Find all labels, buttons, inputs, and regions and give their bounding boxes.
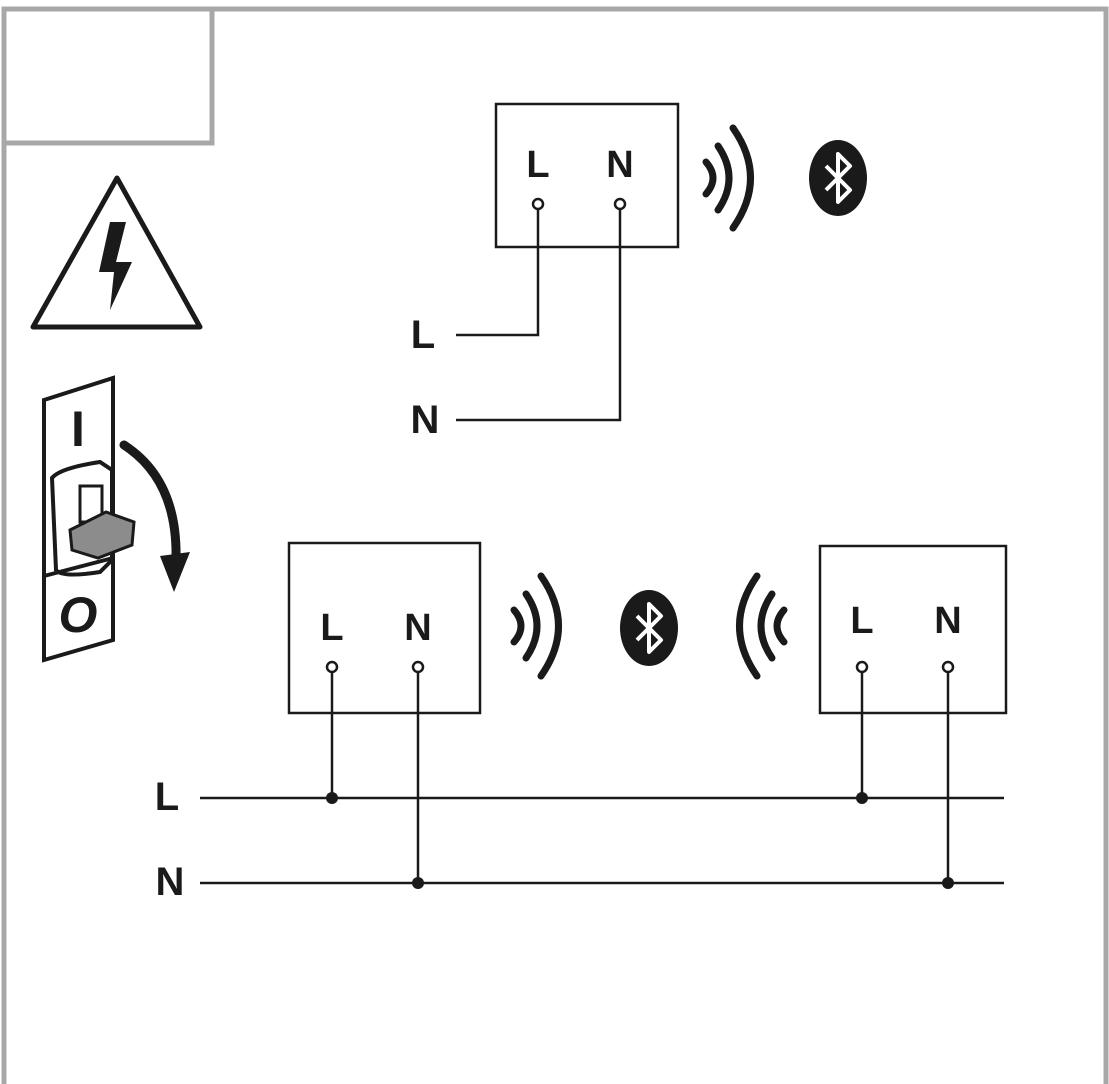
breaker-on-label: I xyxy=(71,401,85,457)
corner-label-box xyxy=(4,9,215,146)
bus-l-label: L xyxy=(155,775,179,819)
junction-dot xyxy=(412,877,424,889)
bottom-left-module-box xyxy=(287,541,482,715)
top-wire-l-label: L xyxy=(411,313,435,357)
bluetooth-icon xyxy=(620,590,678,666)
bottom-right-terminal-l-label: L xyxy=(850,600,873,642)
wireless-signal-icon xyxy=(510,572,562,680)
top-terminal-l-label: L xyxy=(526,144,549,186)
bottom-left-terminal-n-label: N xyxy=(404,607,431,649)
circuit-breaker-switch-icon: I O xyxy=(42,375,136,663)
bus-n-label: N xyxy=(156,860,185,904)
high-voltage-warning-icon xyxy=(30,175,203,330)
wireless-signal-icon xyxy=(702,124,754,232)
switch-direction-arrow-icon xyxy=(119,440,190,592)
bottom-left-terminal-l-label: L xyxy=(320,607,343,649)
bottom-right-terminal-l-screw xyxy=(855,660,869,674)
bottom-left-terminal-l-screw xyxy=(325,660,339,674)
bottom-right-terminal-n-label: N xyxy=(934,600,961,642)
top-terminal-n-screw xyxy=(613,197,627,211)
top-wire-n-label: N xyxy=(411,398,440,442)
breaker-lever xyxy=(68,510,136,560)
bottom-right-module: L N xyxy=(818,544,1008,889)
junction-dot xyxy=(326,792,338,804)
top-module-box xyxy=(494,102,680,249)
top-terminal-l-screw xyxy=(531,197,545,211)
bottom-left-module: L N xyxy=(287,541,482,889)
breaker-off-label: O xyxy=(59,587,98,643)
wireless-signal-icon xyxy=(736,572,788,680)
top-wire-n xyxy=(456,206,622,422)
top-terminal-n-label: N xyxy=(606,144,633,186)
outer-frame xyxy=(1,6,1109,1084)
junction-dot xyxy=(942,877,954,889)
bottom-right-terminal-n-screw xyxy=(941,660,955,674)
bottom-left-terminal-n-screw xyxy=(411,660,425,674)
bottom-right-module-box xyxy=(818,544,1008,715)
junction-dot xyxy=(856,792,868,804)
top-module: L N L N xyxy=(411,102,680,442)
bluetooth-icon xyxy=(809,140,867,216)
bus-wires: L N xyxy=(155,775,1004,904)
top-wire-l xyxy=(456,206,540,337)
